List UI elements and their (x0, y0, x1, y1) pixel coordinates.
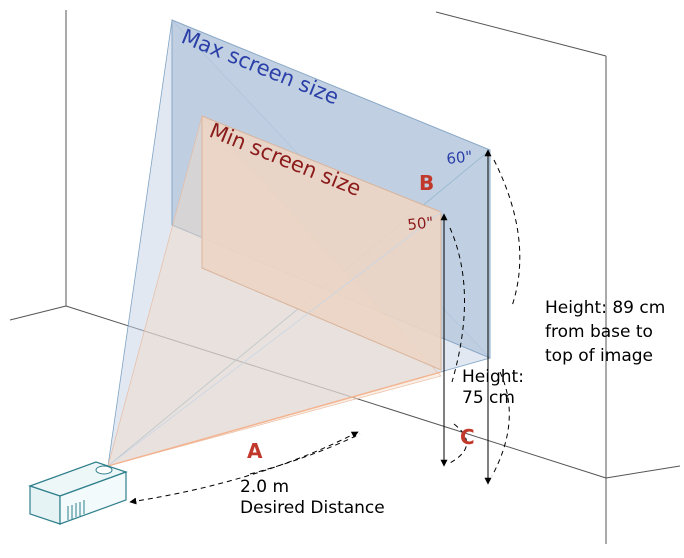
min-projection (107, 115, 442, 467)
height-89-curve-lower (491, 371, 510, 477)
distance-caption: Desired Distance (240, 498, 385, 518)
floor-right-edge (605, 465, 681, 479)
height-arrows (440, 149, 521, 485)
distance-value: 2.0 m (240, 477, 289, 497)
distance-arrows (129, 431, 361, 505)
height-75-line2: 75 cm (462, 388, 515, 408)
min-ray-top (107, 211, 442, 467)
distance-arrow-lower (129, 431, 359, 505)
height-89-curve (493, 159, 521, 307)
height-75-curve (449, 227, 465, 383)
projector-icon (28, 461, 128, 525)
height-75-line1: Height: (462, 367, 524, 387)
height-89-line2: from base to (545, 322, 653, 342)
size-60-label: 60" (446, 147, 474, 168)
height-89-line1: Height: 89 cm (545, 298, 665, 318)
wall-top-edge (435, 11, 607, 57)
letter-a: A (247, 439, 263, 463)
size-50-label: 50" (407, 213, 435, 234)
letter-c: C (460, 425, 475, 449)
letter-b: B (419, 171, 434, 195)
distance-arrow-upper (249, 433, 361, 475)
floor-left-edge (9, 305, 67, 321)
height-75-curve-lower (447, 423, 467, 465)
height-89-line3: top of image (545, 346, 653, 366)
